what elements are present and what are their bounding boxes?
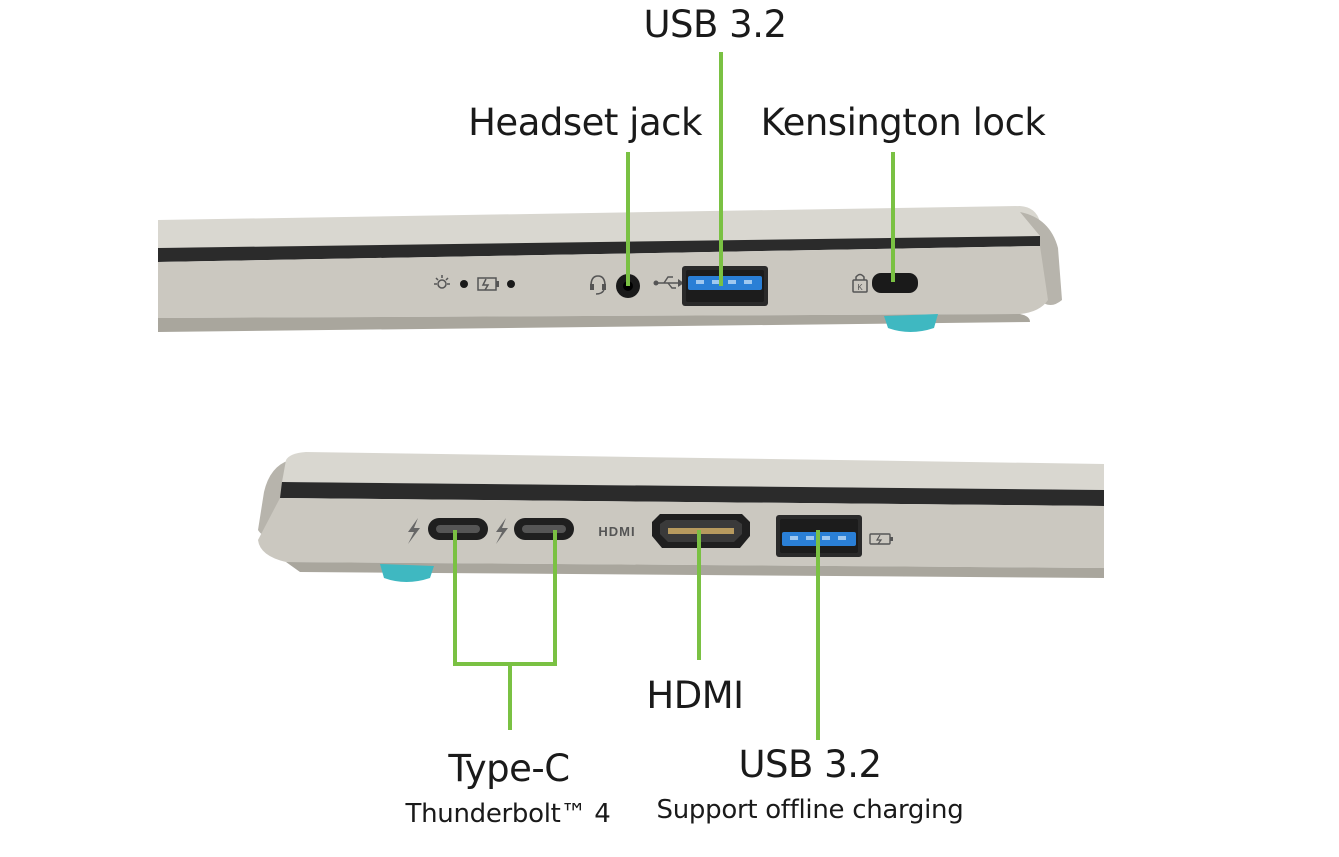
- callout-usb-bottom-subtitle: Support offline charging: [656, 795, 964, 825]
- laptop-right-side-view: K: [158, 52, 1062, 332]
- bezel-line: [158, 236, 1040, 262]
- callout-hdmi: HDMI: [646, 674, 744, 717]
- callout-headset-jack: Headset jack: [468, 101, 702, 144]
- hdmi-icon: HDMI: [598, 524, 635, 539]
- kensington-icon: K: [852, 273, 868, 293]
- callout-usb-top: USB 3.2: [643, 3, 787, 46]
- base-bottom-edge: [158, 314, 1030, 332]
- power-led: [460, 280, 468, 288]
- hinge-left: [258, 460, 290, 538]
- battery-charging-icon: [477, 277, 499, 291]
- usb-charge-icon: [869, 533, 893, 545]
- lid-top-left: [282, 452, 1104, 490]
- kensington-slot: [872, 273, 918, 293]
- laptop-left-side-view: HDMI: [258, 452, 1104, 740]
- base-bottom-left: [286, 562, 1104, 578]
- power-light-icon: [434, 275, 450, 289]
- rubber-foot-left: [380, 564, 434, 582]
- callout-usb-bottom-title: USB 3.2: [738, 743, 882, 786]
- usb-icon: [653, 276, 684, 289]
- svg-text:K: K: [857, 283, 863, 292]
- battery-led: [507, 280, 515, 288]
- thunderbolt-icon: [408, 518, 420, 544]
- base-side: [158, 246, 1048, 318]
- callout-type-c-subtitle: Thunderbolt™ 4: [405, 799, 611, 829]
- callout-type-c-title: Type-C: [448, 747, 570, 790]
- usb-a-port-top: [682, 266, 768, 306]
- callout-kensington-lock: Kensington lock: [760, 101, 1046, 144]
- lid-top: [158, 206, 1040, 248]
- rubber-foot: [884, 314, 938, 332]
- thunderbolt-icon: [496, 518, 508, 544]
- headset-icon: [590, 275, 606, 295]
